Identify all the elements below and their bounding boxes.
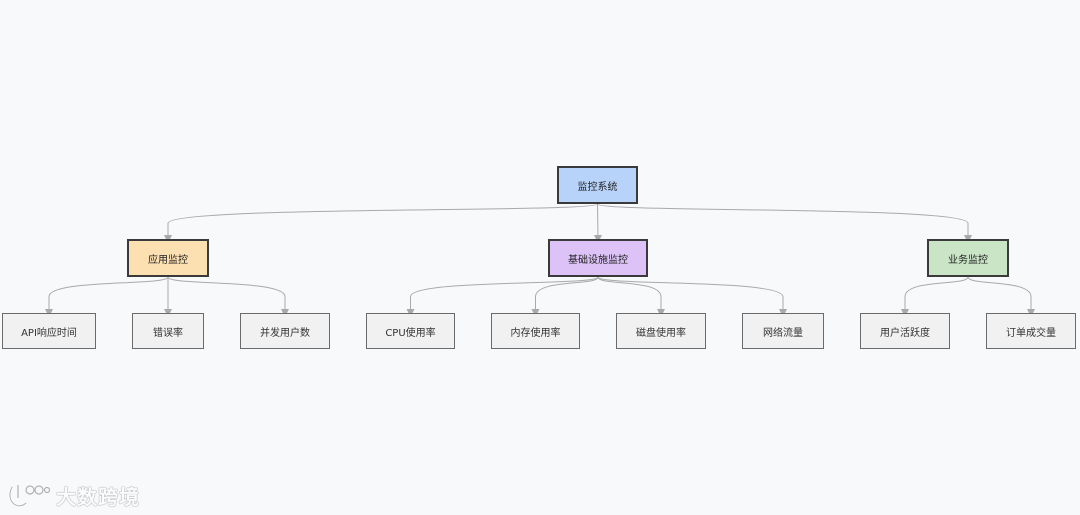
connector-app-monitoring-to-concurrent-users (167, 276, 289, 317)
node-concurrent-users-label: 并发用户数 (260, 327, 310, 339)
node-memory-usage: 内存使用率 (491, 313, 580, 349)
node-memory-usage-label: 内存使用率 (510, 327, 561, 339)
node-app-monitoring: 应用监控 (127, 239, 209, 277)
node-business-monitoring: 业务监控 (927, 239, 1009, 277)
node-app-monitoring-label: 应用监控 (148, 254, 188, 266)
node-root-label: 监控系统 (577, 181, 618, 193)
connector-business-monitoring-to-user-activity (901, 276, 969, 317)
node-concurrent-users: 并发用户数 (240, 313, 330, 349)
connector-root-to-app-monitoring (164, 203, 598, 243)
connector-business-monitoring-to-order-volume (967, 276, 1035, 317)
connector-infra-monitoring-to-cpu-usage (406, 276, 599, 317)
node-root: 监控系统 (557, 166, 638, 204)
node-api-response-time-label: API响应时间 (21, 327, 77, 339)
node-network-traffic-label: 网络流量 (763, 327, 803, 339)
connector-root-to-business-monitoring (597, 203, 972, 243)
node-user-activity-label: 用户活跃度 (880, 327, 930, 339)
node-cpu-usage-label: CPU使用率 (385, 327, 436, 339)
watermark: 大数跨境 (8, 478, 140, 512)
node-error-rate-label: 错误率 (153, 327, 183, 339)
connector-infra-monitoring-to-memory-usage (531, 276, 599, 317)
node-cpu-usage: CPU使用率 (366, 313, 455, 349)
connector-root-to-infra-monitoring (593, 203, 602, 243)
node-disk-usage: 磁盘使用率 (616, 313, 706, 349)
watermark-text: 大数跨境 (56, 484, 140, 509)
brand-logo-icon (8, 485, 50, 508)
connector-infra-monitoring-to-disk-usage (597, 276, 665, 317)
connector-infra-monitoring-to-network-traffic (597, 276, 787, 317)
node-user-activity: 用户活跃度 (860, 313, 950, 349)
node-network-traffic: 网络流量 (742, 313, 824, 349)
connector-app-monitoring-to-api-response-time (45, 276, 169, 317)
node-disk-usage-label: 磁盘使用率 (636, 327, 686, 339)
node-business-monitoring-label: 业务监控 (948, 254, 988, 266)
node-infra-monitoring: 基础设施监控 (548, 239, 648, 277)
node-infra-monitoring-label: 基础设施监控 (568, 254, 628, 266)
node-api-response-time: API响应时间 (2, 313, 96, 349)
node-order-volume-label: 订单成交量 (1006, 327, 1056, 339)
node-error-rate: 错误率 (132, 313, 204, 349)
node-order-volume: 订单成交量 (986, 313, 1076, 349)
